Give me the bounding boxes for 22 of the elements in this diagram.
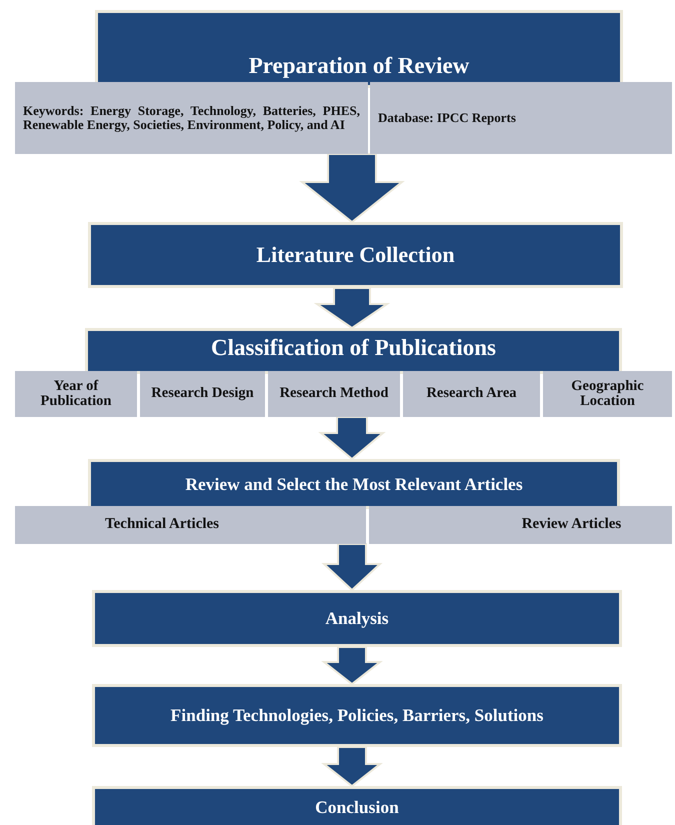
category-box: Research Area — [403, 371, 540, 417]
block-arrow — [299, 153, 405, 224]
process-box: Conclusion — [92, 786, 622, 825]
category-box: Year of Publication — [15, 371, 137, 417]
process-box: Review and Select the Most Relevant Articles — [88, 459, 620, 509]
category-box: Research Design — [140, 371, 265, 417]
process-box: Analysis — [92, 590, 622, 647]
block-arrow — [321, 646, 383, 686]
category-box: Review Articles — [369, 506, 672, 544]
category-box: Research Method — [268, 371, 400, 417]
block-arrow — [321, 543, 383, 592]
category-box: Technical Articles — [15, 506, 366, 544]
process-box: Literature Collection — [88, 222, 623, 288]
block-arrow — [321, 746, 383, 788]
process-box: Classification of Publications — [85, 328, 622, 374]
category-box: Keywords: Energy Storage, Technology, Batteries, PHES, Renewable Energy, Societies, Environment, Policy, and AI — [15, 82, 368, 154]
category-box: Database: IPCC Reports — [370, 82, 672, 154]
process-box: Preparation of Review — [95, 10, 623, 88]
category-box: Geographic Location — [543, 371, 672, 417]
block-arrow — [314, 287, 390, 330]
process-box: Finding Technologies, Policies, Barriers, Solutions — [92, 684, 622, 747]
block-arrow — [318, 416, 386, 460]
